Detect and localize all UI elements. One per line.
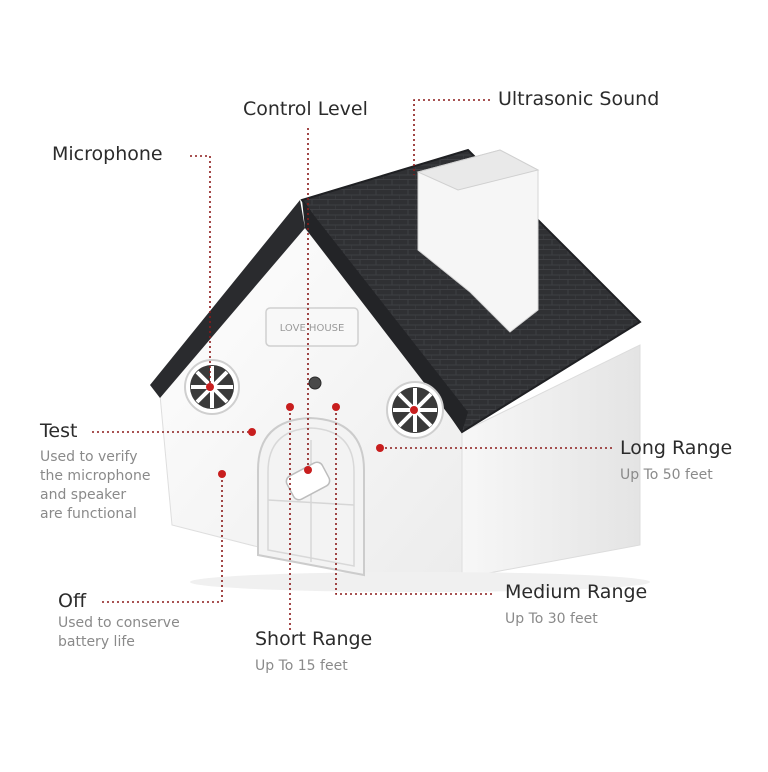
label-medium-range: Medium Range	[505, 581, 648, 603]
label-test: Test	[40, 420, 78, 442]
test-desc-line: the microphone	[40, 468, 151, 484]
leader-lines	[92, 99, 612, 630]
label-microphone: Microphone	[52, 143, 163, 165]
long-range-description: Up To 50 feet	[620, 467, 713, 483]
off-desc-line: battery life	[58, 634, 135, 650]
door-control-panel	[257, 416, 365, 577]
medium-range-description: Up To 30 feet	[505, 611, 598, 627]
label-long-range: Long Range	[620, 437, 733, 459]
off-desc-line: Used to conserve	[58, 615, 180, 631]
test-description: Used to verify the microphone and speake…	[40, 448, 150, 524]
roof-front-edge	[150, 200, 305, 398]
test-desc-line: are functional	[40, 506, 137, 522]
indicator-led	[308, 376, 322, 390]
test-desc-line: and speaker	[40, 487, 127, 503]
label-control-level: Control Level	[243, 98, 368, 120]
house-plaque-text: LOVE HOUSE	[280, 323, 345, 334]
label-short-range: Short Range	[255, 628, 373, 650]
short-range-description: Up To 15 feet	[255, 658, 348, 674]
label-ultrasonic-sound: Ultrasonic Sound	[498, 88, 660, 110]
marker-dots	[206, 383, 418, 478]
label-off: Off	[58, 590, 87, 612]
test-desc-line: Used to verify	[40, 449, 138, 465]
control-knob	[285, 461, 331, 501]
house-plaque	[265, 307, 359, 347]
off-description: Used to conserve battery life	[58, 614, 180, 652]
